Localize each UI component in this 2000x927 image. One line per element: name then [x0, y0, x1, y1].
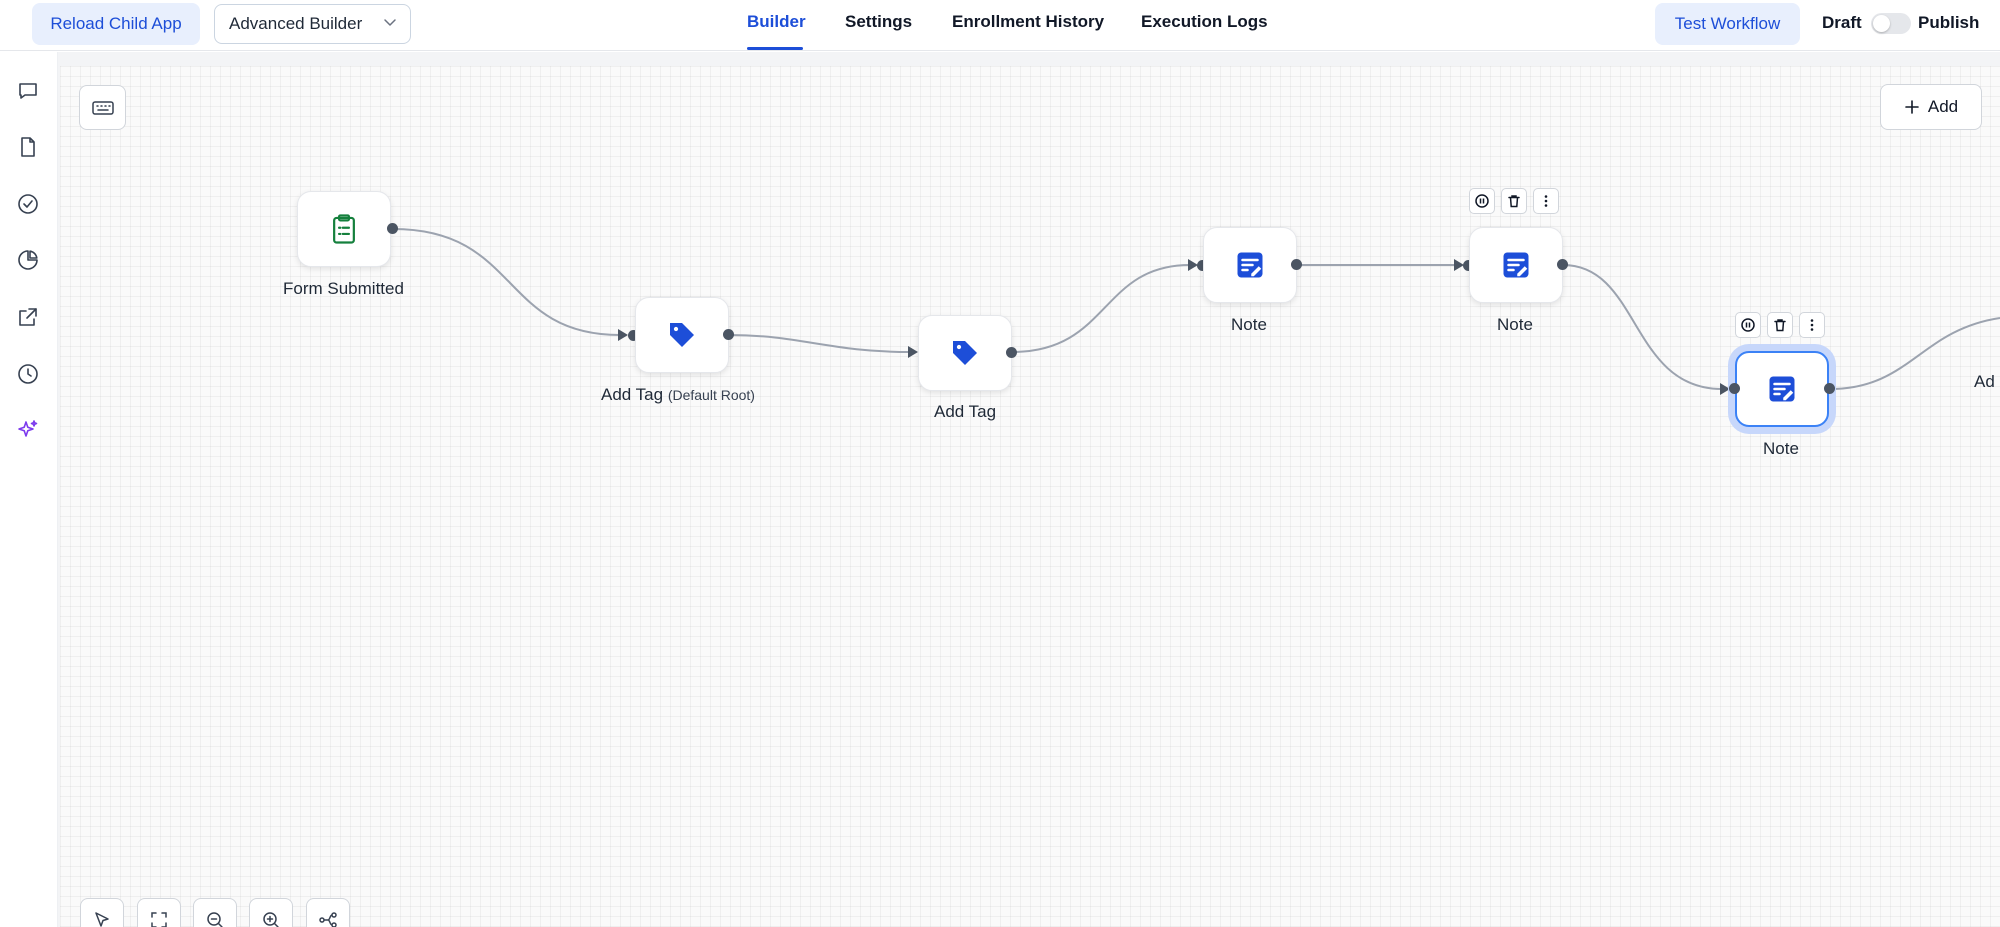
test-workflow-button[interactable]: Test Workflow [1655, 3, 1800, 45]
pause-node-button[interactable] [1735, 312, 1761, 338]
auto-layout-button[interactable] [306, 898, 350, 927]
external-link-icon[interactable] [16, 305, 40, 329]
output-port[interactable] [723, 329, 734, 340]
publish-toggle[interactable] [1871, 13, 1911, 34]
clipped-node-label: Ad [1974, 372, 1995, 391]
zoom-out-button[interactable] [193, 898, 237, 927]
node-label-sub: (Default Root) [667, 387, 755, 403]
add-node-button[interactable]: Add [1880, 84, 1982, 130]
fit-view-button[interactable] [137, 898, 181, 927]
input-port[interactable] [1463, 260, 1474, 271]
node-menu-button[interactable] [1799, 312, 1825, 338]
zoom-out-icon [207, 912, 223, 927]
node-menu-button[interactable] [1533, 188, 1559, 214]
keyboard-icon [91, 100, 114, 115]
builder-mode-value: Advanced Builder [229, 14, 363, 33]
node-note-2[interactable] [1469, 227, 1563, 303]
workflow-canvas[interactable] [60, 66, 2000, 927]
node-label: Form Submitted [283, 279, 404, 298]
chat-icon[interactable] [16, 79, 40, 103]
node-toolbar [1469, 188, 1559, 214]
history-icon[interactable] [16, 362, 40, 386]
node-note-3-selected[interactable] [1735, 351, 1829, 427]
node-label: Note [1231, 315, 1267, 334]
tag-icon [670, 323, 694, 347]
pointer-tool-button[interactable] [80, 898, 124, 927]
left-sidebar [0, 52, 58, 927]
node-label: Add Tag (Default Root) [601, 385, 755, 405]
keyboard-shortcuts-button[interactable] [79, 85, 126, 130]
output-port[interactable] [1557, 259, 1568, 270]
clipboard-icon [333, 214, 355, 244]
output-port[interactable] [1006, 347, 1017, 358]
auto-layout-icon [319, 912, 337, 927]
pause-icon [1475, 194, 1489, 208]
document-icon[interactable] [16, 135, 40, 159]
input-port[interactable] [1197, 260, 1208, 271]
top-bar: Reload Child App Advanced Builder Builde… [0, 0, 2000, 51]
trash-icon [1774, 319, 1786, 332]
note-icon [1237, 252, 1263, 278]
tag-icon [953, 341, 977, 365]
node-label: Add Tag [934, 402, 997, 421]
reload-child-app-button[interactable]: Reload Child App [32, 3, 200, 45]
fit-view-icon [151, 912, 167, 927]
input-port[interactable] [1729, 383, 1740, 394]
output-port[interactable] [1291, 259, 1302, 270]
canvas-frame-top [58, 52, 2000, 66]
more-vertical-icon [1810, 319, 1814, 331]
toggle-knob [1873, 15, 1890, 32]
zoom-in-icon [263, 912, 279, 927]
node-label-main: Add Tag [601, 385, 664, 404]
tab-execution-logs[interactable]: Execution Logs [1141, 12, 1268, 31]
node-label: Note [1763, 439, 1799, 458]
pause-node-button[interactable] [1469, 188, 1495, 214]
canvas-frame-left [58, 52, 61, 927]
trash-icon [1508, 195, 1520, 208]
tab-enrollment-history[interactable]: Enrollment History [952, 12, 1105, 31]
node-toolbar [1735, 312, 1825, 338]
chevron-down-icon [384, 19, 396, 26]
active-tab-indicator [747, 47, 803, 50]
zoom-in-button[interactable] [249, 898, 293, 927]
output-port[interactable] [1824, 383, 1835, 394]
node-note-1[interactable] [1203, 227, 1297, 303]
node-form-submitted[interactable] [297, 191, 391, 267]
draft-label: Draft [1822, 13, 1862, 32]
note-icon [1503, 252, 1529, 278]
note-icon [1769, 376, 1795, 402]
sparkles-icon[interactable] [16, 418, 40, 442]
pause-icon [1741, 318, 1755, 332]
delete-node-button[interactable] [1767, 312, 1793, 338]
delete-node-button[interactable] [1501, 188, 1527, 214]
node-add-tag[interactable] [918, 315, 1012, 391]
tab-builder[interactable]: Builder [747, 12, 806, 31]
pie-chart-icon[interactable] [16, 248, 40, 272]
input-port[interactable] [628, 330, 639, 341]
pointer-icon [95, 912, 109, 927]
node-label: Note [1497, 315, 1533, 334]
output-port[interactable] [387, 223, 398, 234]
add-button-label: Add [1927, 97, 1959, 116]
builder-mode-select[interactable]: Advanced Builder [214, 4, 411, 44]
check-circle-icon[interactable] [16, 192, 40, 216]
more-vertical-icon [1544, 195, 1548, 207]
tab-settings[interactable]: Settings [845, 12, 913, 31]
publish-label: Publish [1918, 13, 1980, 32]
plus-icon [1905, 100, 1919, 114]
node-add-tag-root[interactable] [635, 297, 729, 373]
